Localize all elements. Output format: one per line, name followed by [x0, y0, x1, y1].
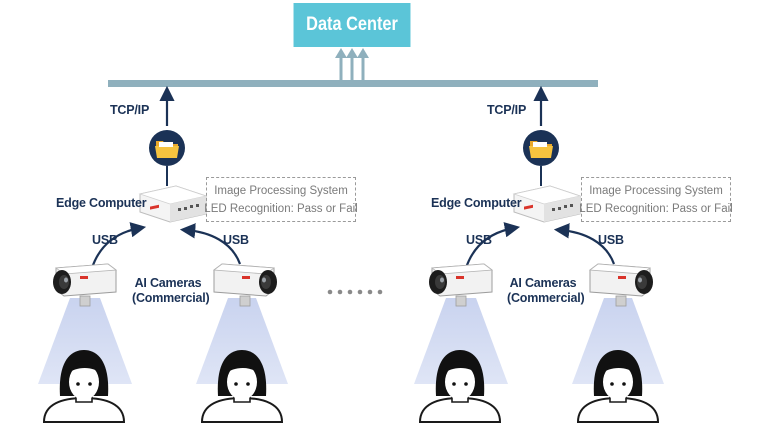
- camera-beam: [572, 298, 664, 384]
- processing-system-box: Image Processing System LED Recognition:…: [204, 177, 358, 222]
- ai-cameras-line-1: AI Cameras: [509, 276, 577, 290]
- processing-system-box: Image Processing System LED Recognition:…: [579, 177, 733, 222]
- uplink-arrowhead-2: [346, 48, 358, 58]
- usb-arrow-right-1: [464, 222, 521, 269]
- camera-beam: [414, 298, 508, 384]
- uplink-arrowhead-3: [357, 48, 369, 58]
- uplink-arrowhead-1: [335, 48, 347, 58]
- data-center-label: Data Center: [306, 14, 398, 35]
- processing-line-2: LED Recognition: Pass or Fail: [204, 202, 358, 215]
- usb-arrow-right-2: [553, 223, 616, 265]
- ai-cameras-line-1: AI Cameras: [134, 276, 202, 290]
- folder-icon: [149, 130, 185, 166]
- processing-line-2: LED Recognition: Pass or Fail: [579, 202, 733, 215]
- usb-label: USB: [92, 233, 118, 247]
- camera-beam: [196, 298, 288, 384]
- ai-cameras-line-2: (Commercial): [507, 291, 585, 305]
- ai-camera-icon: [428, 263, 493, 307]
- ai-cameras-line-2: (Commercial): [132, 291, 210, 305]
- ai-camera-icon: [52, 263, 117, 307]
- usb-label: USB: [466, 233, 492, 247]
- data-center-box: Data Center: [293, 3, 411, 47]
- edge-computer-label: Edge Computer: [431, 196, 522, 210]
- usb-label: USB: [223, 233, 249, 247]
- tcpip-label: TCP/IP: [110, 103, 150, 117]
- ellipsis-dots: [327, 289, 383, 295]
- folder-icon: [523, 130, 559, 166]
- processing-line-1: Image Processing System: [589, 184, 723, 197]
- ai-camera-icon: [589, 263, 654, 307]
- ai-cameras-label: AI Cameras (Commercial): [132, 276, 210, 306]
- ai-camera-icon: [213, 263, 278, 307]
- usb-arrow-left-1: [90, 222, 147, 269]
- usb-label: USB: [598, 233, 624, 247]
- edge-computer-icon: [513, 185, 581, 223]
- ai-cameras-label: AI Cameras (Commercial): [507, 276, 585, 306]
- processing-line-1: Image Processing System: [214, 184, 348, 197]
- network-bus: [108, 80, 598, 87]
- usb-arrow-left-2: [179, 223, 242, 265]
- tcpip-label: TCP/IP: [487, 103, 527, 117]
- camera-beam: [38, 298, 132, 384]
- edge-computer-icon: [139, 185, 207, 223]
- edge-computer-label: Edge Computer: [56, 196, 147, 210]
